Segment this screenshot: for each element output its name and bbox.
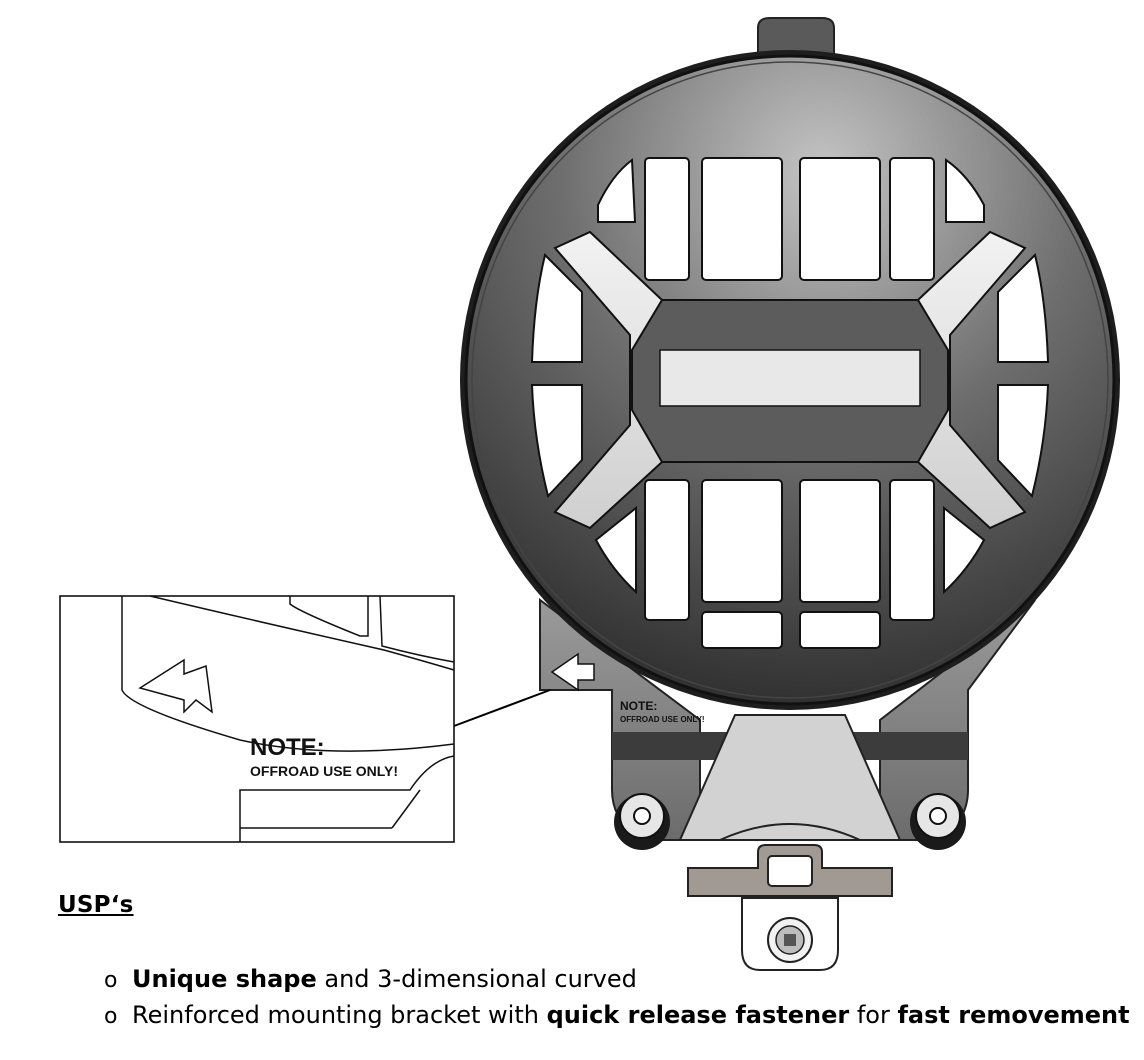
usp-item-1-text: and 3-dimensional curved	[316, 965, 637, 993]
bolt-right	[910, 793, 966, 850]
grid-openings	[530, 157, 1050, 649]
usp-item-2: o Reinforced mounting bracket with quick …	[104, 998, 1130, 1034]
note-title-small: NOTE:	[620, 699, 657, 713]
bolt-left	[614, 793, 670, 850]
usp-item-2-bold-a: quick release fastener	[546, 1001, 850, 1029]
bullet-marker: o	[104, 1004, 118, 1029]
usp-list: o Unique shape and 3-dimensional curved o…	[104, 962, 1130, 1034]
top-tab	[757, 17, 835, 61]
callout-leader-line	[453, 689, 551, 727]
arrow-logo-detail	[138, 658, 213, 714]
detail-inset: NOTE: OFFROAD USE ONLY!	[59, 595, 455, 843]
note-title-detail: NOTE:	[250, 734, 325, 761]
usp-item-1: o Unique shape and 3-dimensional curved	[104, 962, 1130, 998]
center-clip	[678, 714, 902, 841]
usp-item-2-text-a: Reinforced mounting bracket with	[132, 1001, 547, 1029]
note-text-small: OFFROAD USE ONLY!	[620, 715, 705, 724]
usp-item-2-bold-b: fast removement	[897, 1001, 1130, 1029]
arrow-logo	[550, 652, 595, 692]
usp-item-1-bold: Unique shape	[132, 965, 317, 993]
usp-item-2-text-b: for	[849, 1001, 898, 1029]
note-text-detail: OFFROAD USE ONLY!	[250, 763, 398, 779]
usp-heading: USP‘s	[58, 892, 134, 918]
bullet-marker: o	[104, 968, 118, 993]
